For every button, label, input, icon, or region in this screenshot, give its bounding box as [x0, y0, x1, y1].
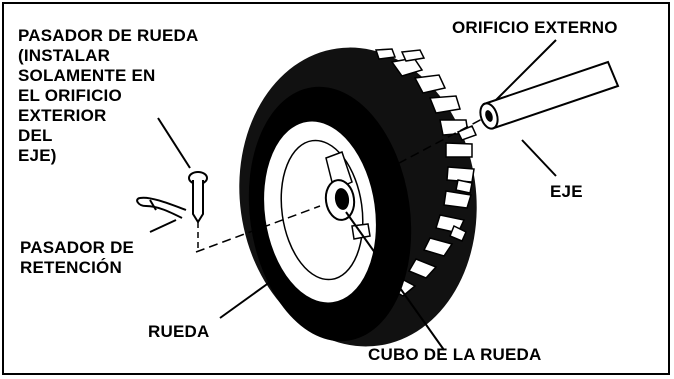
axle-shaft — [479, 60, 620, 130]
wheel-hub-shape — [324, 179, 356, 221]
wheel-label: RUEDA — [148, 322, 210, 341]
retaining-pin-label: PASADOR DE RETENCIÓN — [20, 238, 135, 277]
wheel-pin-shape — [188, 171, 208, 250]
leader-lines — [149, 39, 557, 351]
retaining-pin-shape — [136, 196, 187, 219]
wheel-rim — [262, 119, 378, 305]
wheel-hub-label: CUBO DE LA RUEDA — [368, 345, 542, 364]
outer-hole-label: ORIFICIO EXTERNO — [452, 18, 618, 37]
axle-label: EJE — [550, 182, 583, 201]
wheel-pin-label: PASADOR DE RUEDA (INSTALAR SOLAMENTE EN … — [18, 26, 199, 165]
